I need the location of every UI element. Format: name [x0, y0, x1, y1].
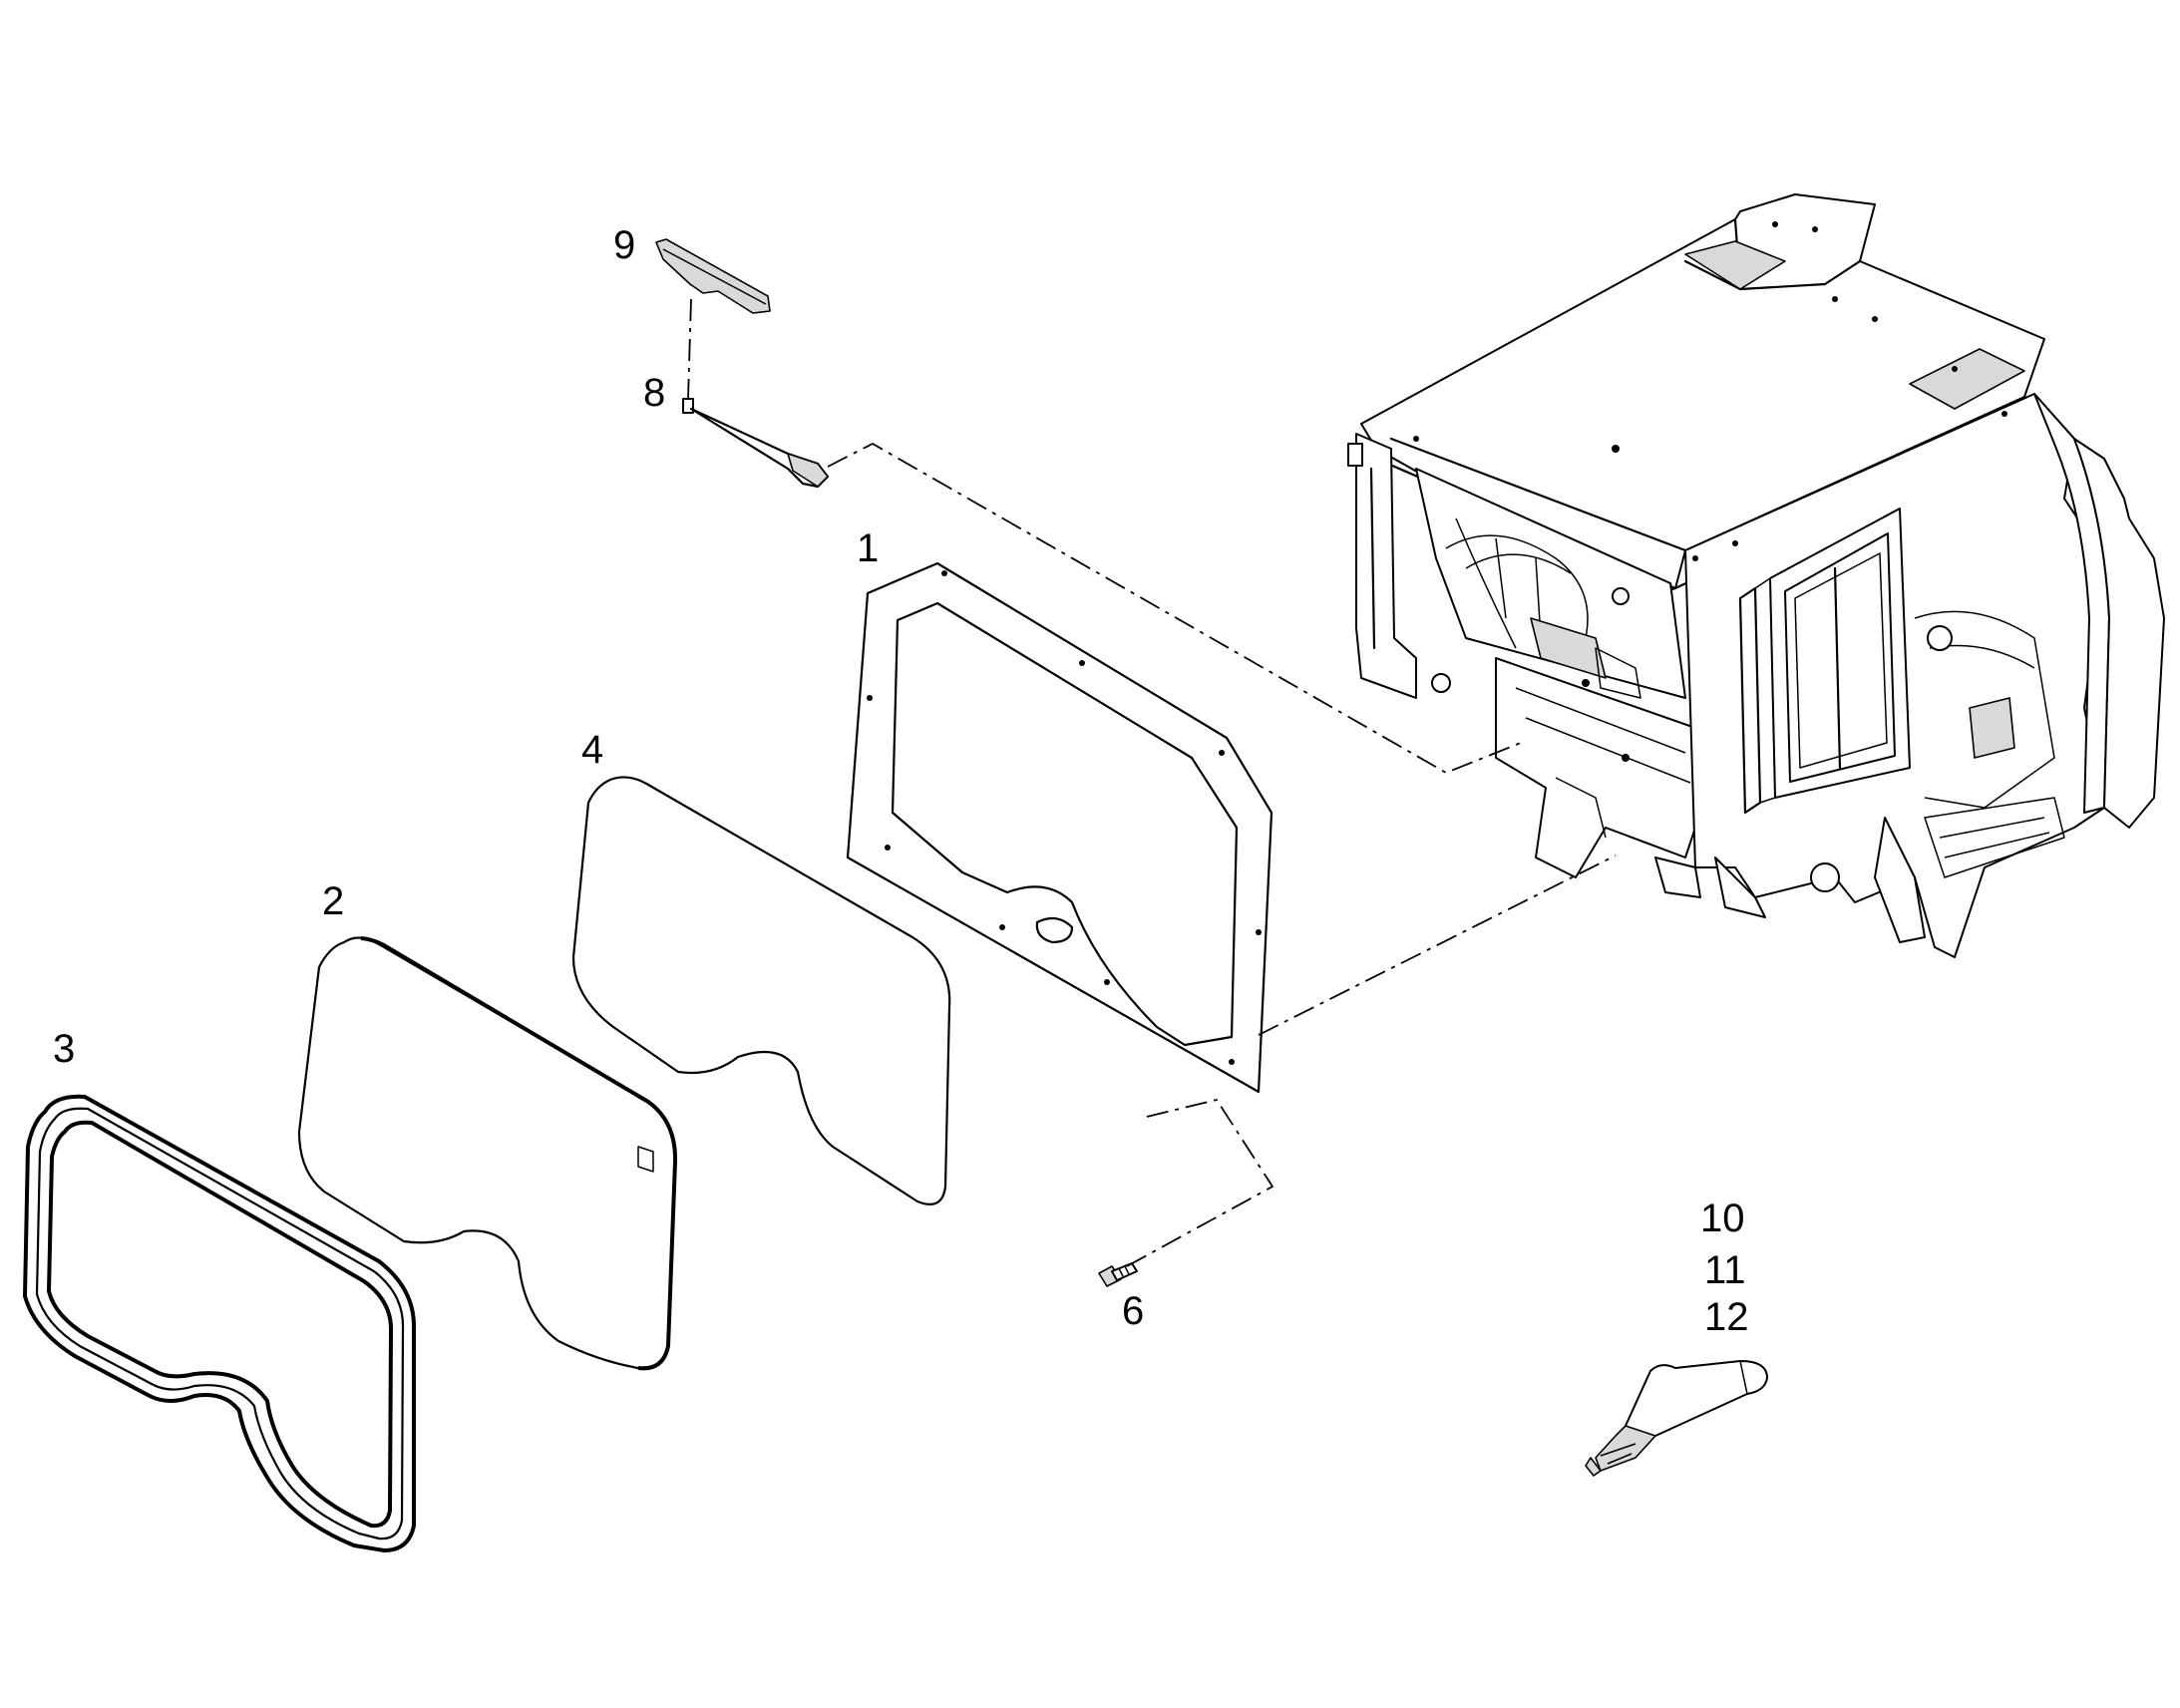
- callout-9: 9: [613, 223, 635, 267]
- callout-2: 2: [322, 879, 344, 923]
- part-6-bolt: [1098, 1262, 1138, 1287]
- callout-12: 12: [1704, 1295, 1749, 1339]
- assembly-lines: [687, 298, 1617, 1267]
- part-2-glass-pane: [297, 936, 678, 1371]
- part-8-wiper-arm: [682, 398, 830, 489]
- cab-assembly: [1347, 193, 2165, 958]
- part-9-wiper-blade: [655, 238, 771, 314]
- part-1-window-frame: [846, 561, 1273, 1094]
- callout-11: 11: [1704, 1248, 1746, 1292]
- part-4-glass-pane: [571, 776, 951, 1205]
- part-3-rubber-seal: [23, 1094, 416, 1552]
- callout-labels: 1 2 3 4 6 8 9 10 11 12: [53, 223, 1749, 1339]
- callout-8: 8: [643, 371, 665, 415]
- callout-10: 10: [1700, 1196, 1745, 1240]
- callout-6: 6: [1122, 1289, 1144, 1333]
- callout-1: 1: [857, 526, 879, 570]
- callout-3: 3: [53, 1027, 75, 1071]
- part-10-11-12-sealant-tube: [1585, 1360, 1768, 1477]
- callout-4: 4: [581, 728, 603, 772]
